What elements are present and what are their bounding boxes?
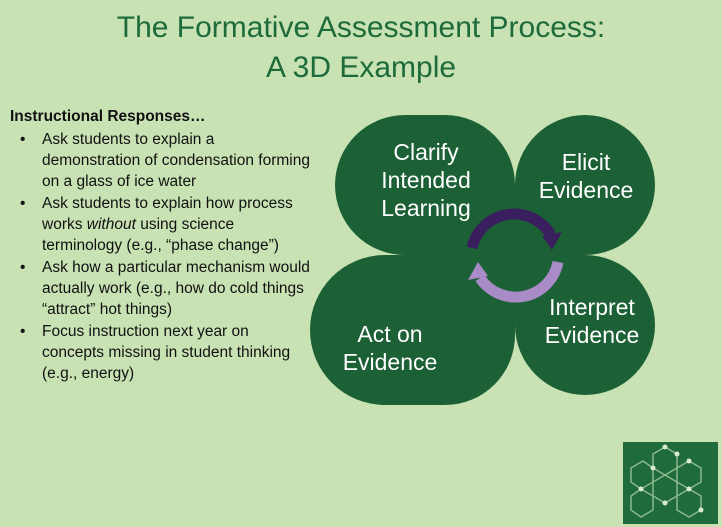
responses-heading: Instructional Responses… — [10, 108, 206, 125]
response-emphasis: without — [86, 216, 136, 233]
bullet-icon: • — [20, 131, 26, 148]
response-text: Ask students to explain how process work… — [42, 195, 293, 233]
response-text: Ask students to explain a demonstration … — [42, 131, 310, 190]
petal-act — [310, 255, 515, 405]
cycle-graphic — [310, 115, 655, 405]
petal-clarify — [335, 115, 515, 255]
bullet-icon: • — [20, 195, 26, 212]
slide-title: The Formative Assessment Process: A 3D E… — [0, 8, 722, 88]
bullet-icon: • — [20, 323, 26, 340]
response-text-continued: using science terminology (e.g., “phase … — [42, 216, 279, 254]
response-item: • Ask students to explain a demonstratio… — [10, 129, 310, 192]
bullet-icon: • — [20, 259, 26, 276]
label-act: Act on Evidence — [342, 321, 438, 375]
response-text: Focus instruction next year on concepts … — [42, 323, 291, 382]
formative-assessment-cycle: Clarify Intended Learning Elicit Evidenc… — [300, 100, 660, 460]
label-clarify: Clarify Intended Learning — [381, 139, 471, 221]
response-item: • Ask students to explain how process wo… — [10, 193, 310, 256]
instructional-responses: Instructional Responses… • Ask students … — [10, 106, 310, 385]
responses-list: • Ask students to explain a demonstratio… — [10, 129, 310, 384]
title-line-2: A 3D Example — [265, 51, 457, 84]
petal-interpret — [515, 255, 655, 395]
label-elicit: Elicit Evidence — [538, 149, 634, 203]
logo-icon — [623, 442, 718, 524]
title-line-1: The Formative Assessment Process: — [116, 11, 606, 44]
response-item: • Focus instruction next year on concept… — [10, 321, 310, 384]
petal-elicit — [515, 115, 655, 255]
cycle-arrows-icon — [466, 208, 564, 303]
response-text: Ask how a particular mechanism would act… — [42, 259, 310, 318]
hexagon-molecule-icon — [630, 444, 704, 518]
label-interpret: Interpret Evidence — [544, 294, 640, 348]
response-item: • Ask how a particular mechanism would a… — [10, 257, 310, 320]
